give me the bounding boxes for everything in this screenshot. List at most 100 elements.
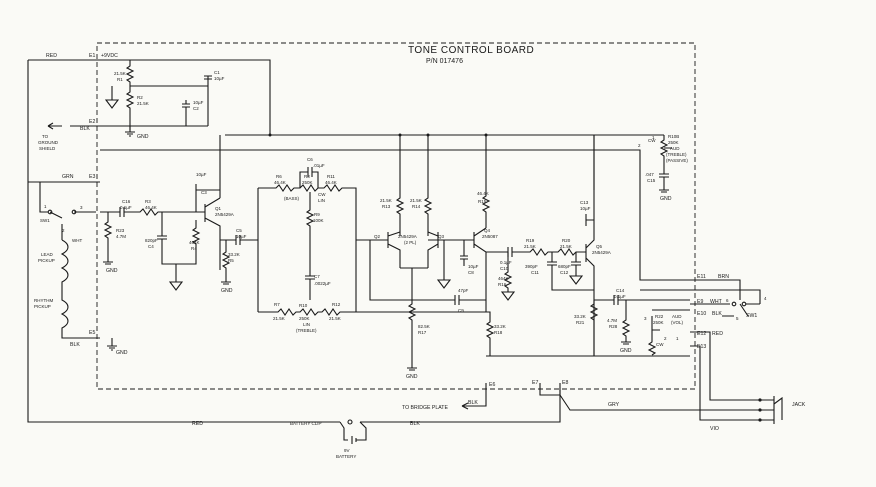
r19-ref: R19 — [526, 238, 535, 243]
terminal-e5: E5 — [89, 330, 95, 336]
r14-ref: R14 — [412, 204, 421, 209]
c6-ref: C6 — [307, 157, 313, 162]
r21-ref: R21 — [576, 320, 585, 325]
q3-ref: Q3 — [438, 234, 445, 239]
r7-ref: R7 — [274, 302, 280, 307]
bus-lines — [100, 133, 690, 281]
lead-pickup-2: PICKUP — [38, 258, 55, 263]
r21-value: 33.2K — [574, 314, 586, 319]
vol-pin-3: 3 — [644, 316, 647, 321]
gnd-input: GND — [116, 350, 128, 356]
r5-ref: R5 — [228, 258, 234, 263]
wire-grn: GRN — [62, 174, 74, 180]
input-section: GRN E3 1 SW1 3 2 WHT LEAD PICKUP RHYTHM … — [28, 174, 128, 356]
c3-value: 10µF — [196, 172, 207, 177]
to-ground-shield-3: SHIELD — [39, 146, 56, 151]
wire-blk-e2: BLK — [80, 126, 90, 132]
c3-ref: C3 — [201, 190, 207, 195]
board-title: TONE CONTROL BOARD — [408, 45, 534, 56]
terminal-e12: E12 — [697, 331, 706, 337]
r28-value: 4.7M — [607, 318, 617, 323]
r15-value: 46.4K — [477, 191, 489, 196]
gnd-q5r: GND — [221, 288, 233, 294]
r22-ref: R22 — [655, 314, 664, 319]
r3-ref: R3 — [145, 199, 151, 204]
r15-ref: R15 — [478, 199, 487, 204]
q4-ref: Q4 — [484, 228, 491, 233]
c11-ref: C11 — [531, 270, 539, 275]
battery-label: BATTERY — [336, 454, 356, 459]
pin-4: 4 — [764, 296, 767, 301]
gnd-treble: GND — [660, 196, 672, 202]
lead-pickup-1: LEAD — [41, 252, 54, 257]
pin-5: 5 — [736, 316, 739, 321]
sw1-right-label: SW1 — [746, 313, 757, 319]
c10-ref: C10 — [500, 266, 509, 271]
c15-value: .047 — [645, 172, 654, 177]
stage-q5: R19 21.5K R20 21.5K 390pF C11 680pF C12 … — [486, 135, 690, 357]
passive-treble: R10B 250K AUD (TREBLE) (PASSIVE) 2 CW .0… — [638, 134, 688, 202]
r5-value: 33.2K — [228, 252, 240, 257]
c6-value: .01µF — [313, 163, 325, 168]
terminal-e8: E8 — [562, 380, 568, 386]
c11-value: 390pF — [525, 264, 538, 269]
output-jack — [758, 396, 783, 424]
q5-ref: Q5 — [596, 244, 603, 249]
terminal-e9: E9 — [697, 299, 703, 305]
r108-value: 250K — [668, 140, 679, 145]
r1-ref: R1 — [117, 77, 123, 82]
to-ground-shield-1: TO — [42, 134, 49, 139]
r22-function: (VOL) — [671, 320, 684, 325]
c16-value: 0.1µF — [120, 205, 132, 210]
r8-ref: R8 — [304, 174, 310, 179]
wire-brn: BRN — [718, 274, 729, 280]
r17-ref: R17 — [418, 330, 427, 335]
sw1-left-pin: 1 — [44, 204, 47, 209]
board-outline — [96, 42, 696, 390]
wire-red-top: RED — [46, 53, 57, 59]
r108-function: (TREBLE) — [666, 152, 687, 157]
wire-wht-e9: WHT — [710, 299, 723, 305]
wire-vio: VIO — [710, 426, 719, 432]
stage-q2-q3: 21.5K R13 21.5K R14 Q2 Q3 2N5429A (2 PL)… — [356, 190, 506, 380]
c2-value: 10µF — [193, 100, 204, 105]
q1-ref: Q1 — [215, 206, 222, 211]
q1-part: 2N5429A — [215, 212, 234, 217]
rhythm-pickup-1: RHYTHM — [34, 298, 53, 303]
c10-value: 0.1µF — [500, 260, 512, 265]
terminal-e10: E10 — [697, 311, 706, 317]
c8-value: 10µF — [468, 264, 479, 269]
r13-value: 21.5K — [380, 198, 392, 203]
r23-value: 4.7M — [116, 234, 126, 239]
r16-value: 464K — [498, 276, 509, 281]
pin-3: 3 — [80, 205, 83, 210]
battery-clip-label: BATTERY CLIP — [290, 421, 322, 426]
r108-taper: AUD — [670, 146, 680, 151]
c14-value: 0.1µF — [614, 294, 626, 299]
r22-value: 250K — [653, 320, 664, 325]
c12-value: 680pF — [558, 264, 571, 269]
treble-label: (TREBLE) — [296, 328, 317, 333]
c16-ref: C16 — [122, 199, 131, 204]
r18-value: 33.2K — [494, 324, 506, 329]
wire-gry: GRY — [608, 402, 620, 408]
battery-voltage: 9V — [344, 448, 350, 453]
sw1-left-label: SW1 — [40, 218, 50, 223]
gnd-out: GND — [620, 348, 632, 354]
pin-1-treble: 1 — [652, 135, 655, 140]
wire-red-e12: RED — [712, 331, 723, 337]
c2-ref: C2 — [193, 106, 199, 111]
gnd-supply: GND — [137, 134, 149, 140]
cw-treble: CW — [648, 138, 656, 143]
pin-2-treble: 2 — [638, 143, 641, 148]
r28-ref: R28 — [609, 324, 618, 329]
r108-mode: (PASSIVE) — [666, 158, 688, 163]
c9-ref: C9 — [458, 308, 464, 313]
wire-wht: WHT — [72, 238, 82, 243]
output-terminals: E11 BRN E9 WHT 6 4 5 SW1 E10 BLK E12 RED… — [559, 274, 806, 432]
r2-value: 21.5K — [137, 101, 149, 106]
c8-ref: C8 — [468, 270, 474, 275]
jack-label: JACK — [792, 402, 806, 408]
r13-ref: R13 — [382, 204, 391, 209]
